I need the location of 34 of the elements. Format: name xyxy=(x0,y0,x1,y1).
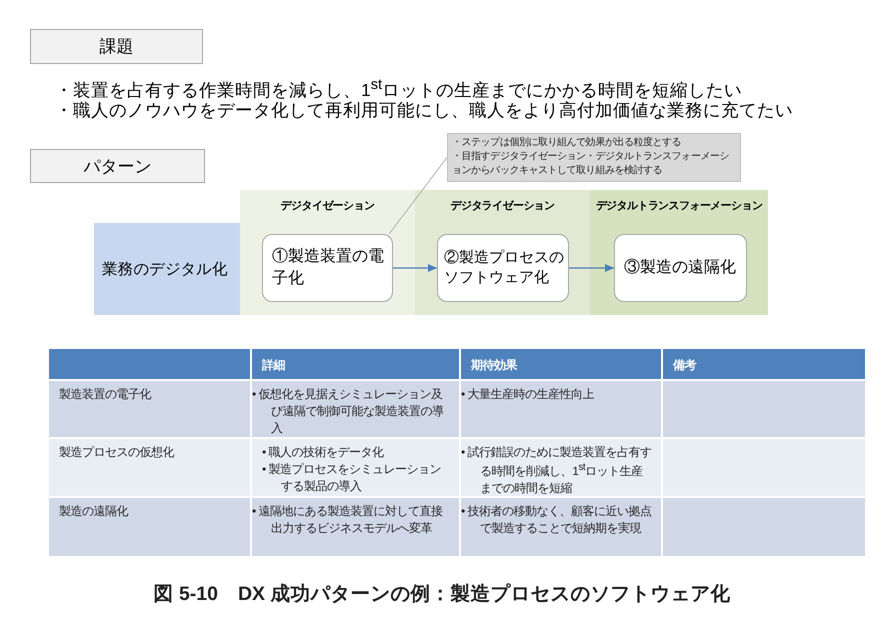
column-heading: デジタイゼーション xyxy=(280,199,374,213)
heading-box: パターン xyxy=(30,149,205,183)
table-cell: • 試行錯誤のために製造装置を占有する時間を削減し、1$^{st}$ロット生産までの時間を短縮 xyxy=(461,439,661,496)
note-box xyxy=(447,133,741,182)
table-cell: • 仮想化を見据えシミュレーション及び遠隔で制御可能な製造装置の導入 xyxy=(252,381,459,437)
process-box: ②製造プロセスのソフトウェア化 xyxy=(437,234,569,302)
arrow xyxy=(569,264,614,272)
column-heading: デジタライゼーション xyxy=(450,199,554,213)
table-cell: 製造装置の電子化 xyxy=(49,381,250,437)
list-item: • 職人の技術をデータ化 xyxy=(262,444,385,461)
table-cell: 製造プロセスの仮想化 xyxy=(49,439,250,496)
process-box: ③製造の遠隔化 xyxy=(614,234,747,302)
header-cell: 期待効果 xyxy=(461,349,661,379)
leader-line xyxy=(388,157,448,234)
table-cell: • 技術者の移動なく、顧客に近い拠点で製造することで短納期を実現 xyxy=(461,498,661,556)
arrow xyxy=(393,264,437,272)
process-box: ①製造装置の電子化 xyxy=(262,234,393,302)
bullet-text: ・装置を占有する作業時間を減らし、1$^{st}$ロットの生産までにかかる時間を短縮したい xyxy=(55,77,742,101)
row-band: 業務のデジタル化 xyxy=(94,223,240,315)
note-text: ・目指すデジタライゼーション・デジタルトランスフォーメーションからバックキャストして取り組みを検討する xyxy=(452,150,730,178)
figure-caption: 図 5-10 DX 成功パターンの例：製造プロセスのソフトウェア化 xyxy=(154,582,730,607)
note-text: ・ステップは個別に取り組んで効果が出る粒度とする xyxy=(452,136,682,150)
table-cell: • 大量生産時の生産性向上 xyxy=(461,381,661,437)
table-cell: 製造の遠隔化 xyxy=(49,498,250,556)
stage-column xyxy=(415,190,590,315)
header-cell: 備考 xyxy=(663,349,865,379)
column-heading: デジタルトランスフォーメーション xyxy=(596,199,762,213)
header-cell: 詳細 xyxy=(252,349,459,379)
list-item: • 製造プロセスをシミュレーションする製品の導入 xyxy=(262,460,442,494)
table-cell: • 遠隔地にある製造装置に対して直接出力するビジネスモデルへ変革 xyxy=(252,498,459,556)
heading-box: 課題 xyxy=(30,29,203,64)
stage-column xyxy=(590,190,768,315)
bullet-text: ・職人のノウハウをデータ化して再利用可能にし、職人をより高付加価値な業務に充てたい xyxy=(55,100,793,121)
stage-column xyxy=(240,190,415,315)
